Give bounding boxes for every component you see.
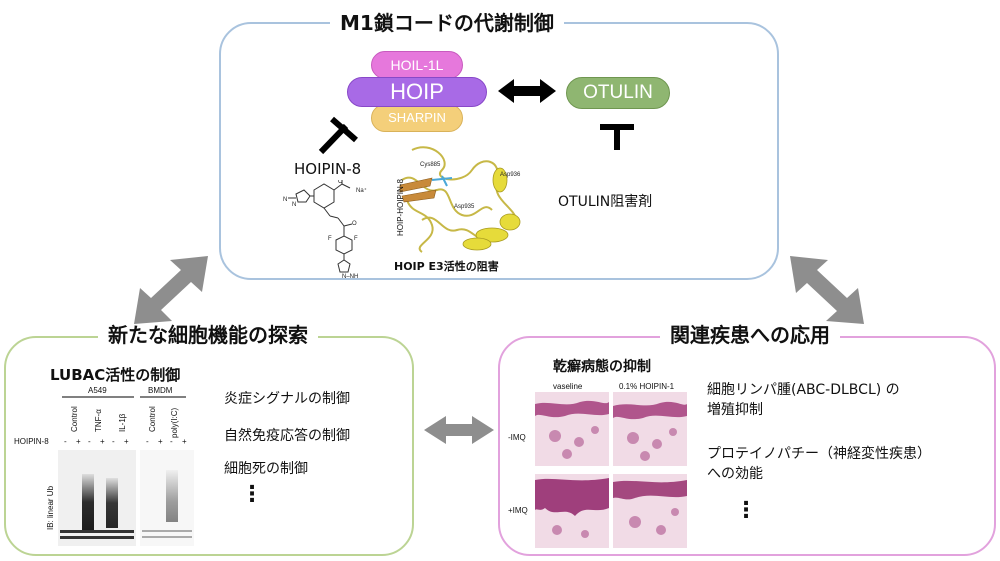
sign-6: -	[146, 437, 149, 446]
bmdm-group-label: BMDM	[148, 386, 173, 395]
svg-text:O: O	[352, 221, 357, 227]
lane-label-il1b: IL-1β	[118, 413, 127, 432]
svg-text:N: N	[283, 197, 287, 203]
svg-text:Cys885: Cys885	[420, 162, 441, 168]
col-label-hoipin: 0.1% HOIPIN-1	[619, 382, 675, 391]
hoip-otulin-double-arrow	[498, 79, 556, 103]
function-item-innate-immunity: 自然免疫応答の制御	[224, 428, 350, 444]
a549-group-label: A549	[88, 386, 107, 395]
application-lymphoma-line2: 増殖抑制	[707, 402, 763, 418]
e3-activity-caption: HOIP E3活性の阻害	[394, 260, 499, 273]
sign-2: -	[88, 437, 91, 446]
hoipin-8-label: HOIPIN-8	[294, 160, 362, 178]
lubac-activity-title: LUBAC活性の制御	[50, 366, 181, 384]
row-label-plus-imq: +IMQ	[508, 506, 528, 515]
function-item-inflammation: 炎症シグナルの制御	[224, 391, 350, 407]
arrow-bottom-connector	[424, 416, 494, 444]
svg-text:N: N	[292, 202, 296, 208]
left-panel-title: 新たな細胞機能の探索	[98, 323, 318, 347]
application-proteinopathy: プロテイノパチー（神経変性疾患） への効能	[707, 444, 931, 484]
row-label-minus-imq: -IMQ	[508, 433, 526, 442]
svg-text:Asp936: Asp936	[500, 172, 521, 178]
svg-text:O: O	[338, 180, 343, 185]
sign-1: +	[76, 437, 81, 446]
histology-images	[535, 392, 687, 548]
psoriasis-title: 乾癬病態の抑制	[553, 359, 651, 375]
col-label-vaseline: vaseline	[553, 382, 583, 391]
sign-5: +	[124, 437, 129, 446]
svg-text:F: F	[328, 236, 332, 242]
right-ellipsis: ⋮	[735, 498, 757, 523]
hoipin-8-structure-icon: O Na⁺ O F F N–NH N N	[283, 180, 367, 280]
application-lymphoma: 細胞リンパ腫(ABC-DLBCL) の 増殖抑制	[707, 380, 900, 420]
arrow-top-left-connector	[134, 256, 208, 324]
svg-text:N–NH: N–NH	[342, 274, 358, 280]
sign-8: -	[170, 437, 173, 446]
lane-label-tnf: TNF-α	[94, 409, 103, 432]
application-lymphoma-line1: 細胞リンパ腫(ABC-DLBCL) の	[707, 382, 900, 398]
hoil-1l-pill: HOIL-1L	[371, 51, 463, 79]
left-ellipsis: ⋮	[241, 482, 263, 507]
hoipin-inhibition-icon	[318, 116, 358, 155]
application-proteinopathy-line2: への効能	[707, 466, 763, 482]
otulin-inhibition-icon	[600, 124, 634, 150]
svg-text:Asp935: Asp935	[454, 204, 475, 210]
otulin-inhibitor-label: OTULIN阻害剤	[558, 194, 653, 210]
hoip-structure-image: Cys885 Asp936 Asp935	[399, 146, 521, 253]
lane-label-polyic: poly(I:C)	[170, 407, 179, 438]
sign-7: +	[158, 437, 163, 446]
sign-4: -	[112, 437, 115, 446]
right-panel-title: 関連疾患への応用	[660, 323, 840, 347]
otulin-pill: OTULIN	[566, 77, 670, 109]
top-panel-title: M1鎖コードの代謝制御	[330, 11, 564, 35]
hoipin-row-label: HOIPIN-8	[14, 437, 49, 446]
function-item-cell-death: 細胞死の制御	[224, 461, 308, 477]
sign-9: +	[182, 437, 187, 446]
sign-0: -	[64, 437, 67, 446]
complex-label: HOIP-HOIPIN-8	[396, 179, 405, 236]
sharpin-pill: SHARPIN	[371, 104, 463, 132]
blot-ylabel: IB: linear Ub	[46, 485, 55, 530]
svg-text:Na⁺: Na⁺	[356, 187, 367, 194]
application-proteinopathy-line1: プロテイノパチー（神経変性疾患）	[707, 446, 931, 462]
arrow-top-right-connector	[790, 256, 864, 324]
lane-label-bmdm-control: Control	[148, 406, 157, 432]
sign-3: +	[100, 437, 105, 446]
svg-text:F: F	[354, 236, 358, 242]
western-blot-image	[58, 450, 194, 546]
hoip-pill: HOIP	[347, 77, 487, 107]
lane-label-control: Control	[70, 406, 79, 432]
